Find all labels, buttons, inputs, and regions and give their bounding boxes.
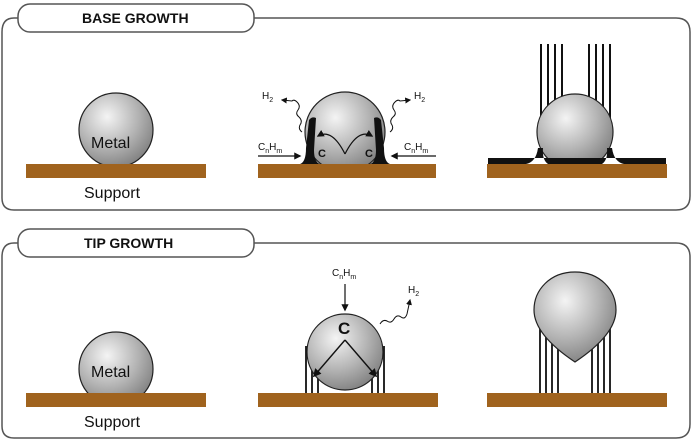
carbon-base-layer: [488, 148, 666, 164]
base-stage-1: Metal Support: [26, 92, 206, 202]
base-growth-tab: [17, 3, 255, 33]
hydrogen-label-right: H2: [414, 91, 425, 104]
base-stage-3: [487, 44, 667, 178]
base-stage-2: C C CnHm CnHm H2 H2: [258, 91, 436, 178]
hydrogen-label: H2: [408, 285, 419, 298]
carbon-label: C: [365, 148, 373, 160]
hydrogen-release: [379, 298, 412, 325]
carbon-diffusion-arrow-left: [312, 339, 346, 378]
metal-label: Metal: [91, 364, 130, 381]
support-substrate: [487, 393, 667, 407]
hydrogen-release-left: [280, 97, 303, 133]
support-substrate: [258, 164, 436, 178]
base-growth-title: BASE GROWTH: [82, 10, 189, 26]
carbon-deposit-left: [300, 117, 320, 164]
support-substrate: [487, 164, 667, 178]
hydrocarbon-label-right: CnHm: [404, 142, 428, 155]
metal-particle: [304, 91, 386, 173]
metal-particle: [306, 313, 384, 391]
carbon-diffusion-arrow-right: [344, 130, 374, 155]
tip-stage-1: Metal Support: [26, 331, 206, 431]
support-substrate: [26, 393, 206, 407]
metal-label: Metal: [91, 135, 130, 152]
metal-particle: [78, 92, 154, 168]
base-growth-frame: [1, 17, 691, 211]
tip-growth-tab: [17, 228, 255, 258]
carbon-deposit-right: [370, 117, 390, 164]
hydrocarbon-label-left: CnHm: [258, 142, 282, 155]
tip-growth-panel: TIP GROWTH Metal Support C CnHm: [1, 228, 691, 439]
hydrogen-label-left: H2: [262, 91, 273, 104]
hydrogen-release-right: [389, 97, 412, 133]
support-substrate: [26, 164, 206, 178]
carbon-diffusion-arrow-right: [344, 339, 378, 378]
tip-growth-title: TIP GROWTH: [84, 235, 173, 251]
support-substrate: [258, 393, 438, 407]
carbon-label: C: [318, 148, 326, 160]
metal-particle-elongated: [533, 271, 617, 363]
carbon-label: C: [338, 319, 350, 338]
carbon-diffusion-arrow-left: [316, 130, 346, 155]
tip-stage-3: [487, 271, 667, 407]
support-label: Support: [84, 414, 141, 431]
tip-growth-frame: [1, 242, 691, 439]
hydrocarbon-label-top: CnHm: [332, 268, 356, 281]
base-growth-panel: BASE GROWTH Metal Support C C CnHm CnHm …: [1, 3, 691, 211]
support-label: Support: [84, 185, 141, 202]
tip-stage-2: C CnHm H2: [258, 268, 438, 407]
